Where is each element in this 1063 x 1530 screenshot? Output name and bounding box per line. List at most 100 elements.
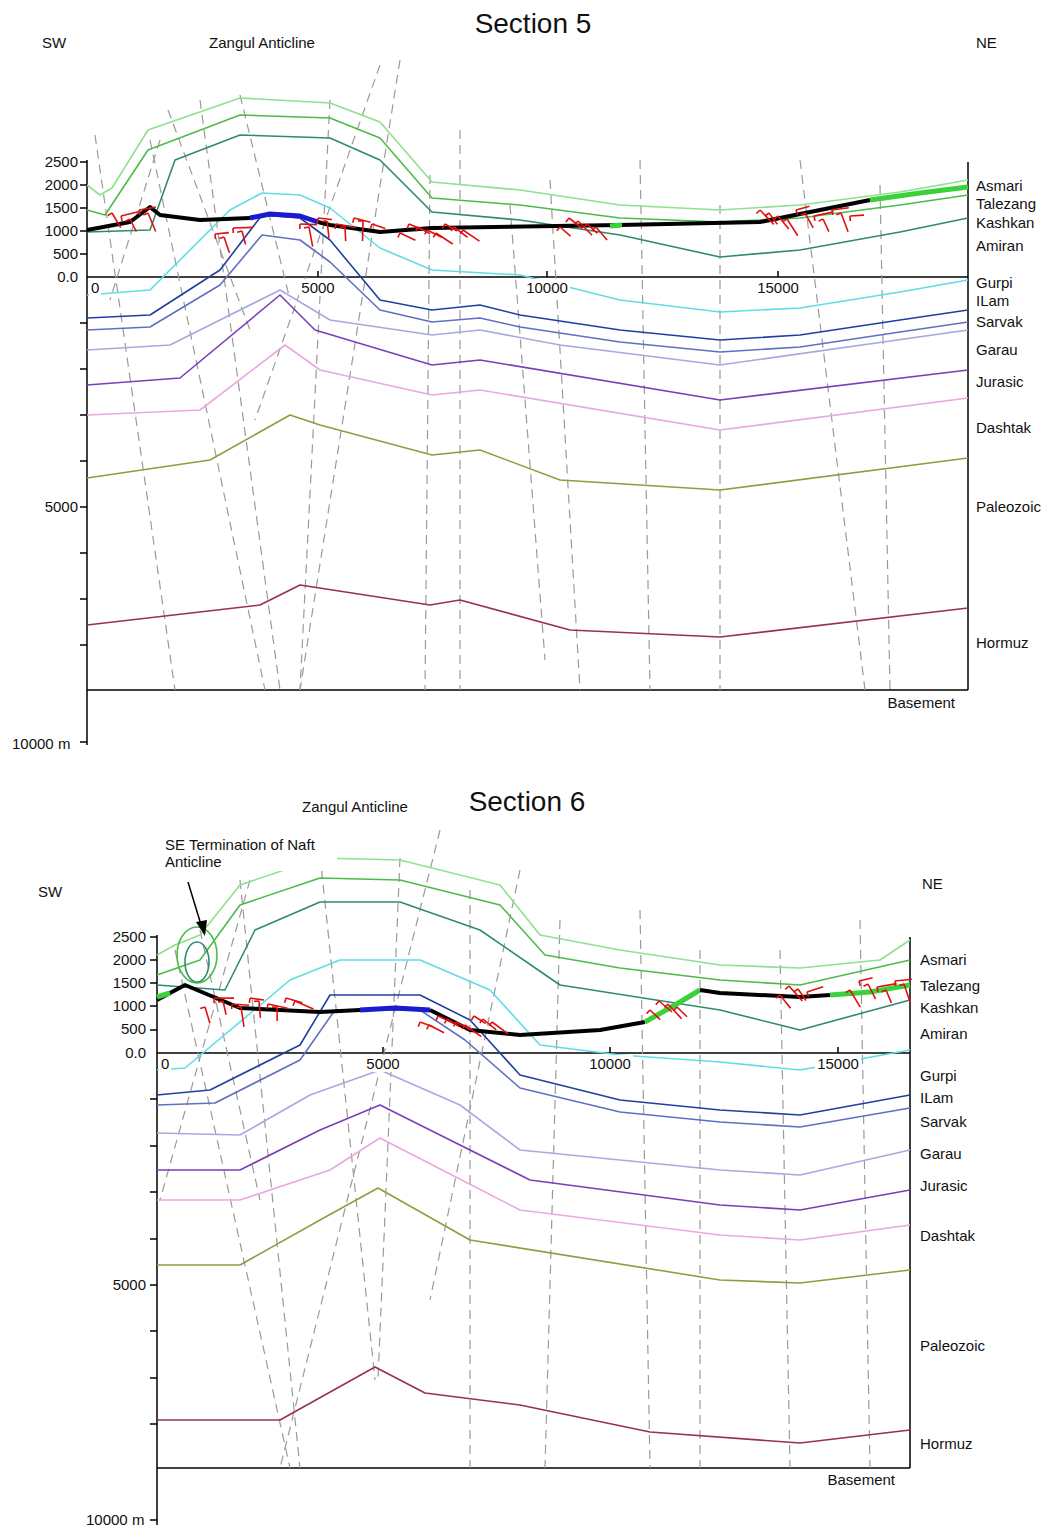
elevation-tick: 1500 — [111, 974, 148, 991]
dip-tick — [462, 1025, 465, 1029]
dip-tick — [322, 220, 327, 222]
formation-name: Garau — [918, 1145, 964, 1162]
dip-tick — [425, 230, 427, 235]
dip-marker — [778, 216, 789, 229]
dip-tick — [819, 219, 824, 221]
dip-tick — [674, 1007, 678, 1011]
distance-tick: 10000 — [587, 1055, 633, 1072]
dip-marker — [587, 224, 597, 233]
dip-tick — [299, 224, 301, 229]
elevation-tick: 2500 — [43, 153, 80, 170]
formation-name: Basement — [825, 1471, 897, 1488]
formation-name: Kashkan — [974, 214, 1036, 231]
dip-tick — [454, 1022, 456, 1026]
dip-marker — [250, 998, 264, 1000]
elevation-tick: 0.0 — [123, 1044, 148, 1061]
distance-tick: 0 — [159, 1055, 171, 1072]
dip-marker — [796, 206, 810, 210]
dip-tick — [340, 226, 345, 228]
dip-tick — [647, 1010, 650, 1014]
formation-name: Dashtak — [974, 419, 1033, 436]
dip-tick — [285, 998, 286, 1003]
elevation-tick: 0.0 — [55, 268, 80, 285]
dip-tick — [814, 216, 815, 221]
dip-tick — [267, 1004, 268, 1009]
formation-name: Jurasic — [974, 373, 1026, 390]
dip-marker — [112, 213, 121, 228]
dip-tick — [864, 984, 869, 986]
dip-marker — [769, 213, 777, 224]
structure-label: Zangul Anticline — [300, 798, 410, 815]
dip-marker — [465, 1025, 481, 1037]
dip-tick — [794, 989, 798, 992]
distance-tick: 5000 — [364, 1055, 401, 1072]
dip-tick — [143, 213, 148, 215]
distance-tick: 0 — [89, 279, 101, 296]
formation-name: Amiran — [918, 1025, 970, 1042]
formation-name: Asmari — [918, 951, 969, 968]
dip-marker — [798, 989, 806, 1001]
dip-marker — [344, 227, 346, 241]
dip-tick — [592, 227, 596, 230]
dip-tick — [557, 227, 560, 231]
structure-label: Zangul Anticline — [207, 34, 317, 51]
dip-tick — [566, 218, 569, 222]
dip-tick — [471, 1016, 474, 1020]
dip-marker — [832, 208, 849, 210]
formation-name: Kashkan — [918, 999, 980, 1016]
dip-tick — [249, 998, 251, 1003]
distance-tick: 10000 — [524, 279, 570, 296]
formation-name: Amiran — [974, 237, 1026, 254]
dip-marker — [895, 979, 912, 981]
dip-marker — [596, 227, 607, 240]
dip-marker — [650, 1010, 660, 1020]
formation-name: Talezang — [918, 977, 982, 994]
formation-name: Sarvak — [974, 313, 1025, 330]
dip-tick — [785, 986, 789, 989]
dip-marker — [400, 233, 415, 240]
dip-tick — [756, 210, 760, 214]
formation-name: Jurasic — [918, 1177, 970, 1194]
dip-tick — [656, 1001, 659, 1005]
dip-marker — [578, 221, 592, 235]
dip-marker — [429, 1025, 444, 1033]
dip-marker — [850, 214, 864, 216]
direction-label: NE — [974, 34, 999, 51]
dip-tick — [200, 1007, 205, 1008]
dip-marker — [318, 218, 332, 220]
formation-name: Gurpi — [974, 274, 1015, 291]
dip-marker — [309, 227, 313, 247]
dip-marker — [276, 1007, 278, 1021]
dip-tick — [664, 1004, 668, 1007]
dip-marker — [859, 978, 873, 981]
dip-tick — [574, 221, 578, 225]
dip-tick — [807, 992, 809, 997]
dip-tick — [783, 219, 787, 222]
dip-tick — [443, 224, 446, 228]
dip-tick — [801, 213, 805, 215]
dip-tick — [881, 990, 886, 992]
dip-marker — [560, 227, 571, 236]
dip-tick — [370, 224, 372, 229]
formation-name: Garau — [974, 341, 1020, 358]
dip-tick — [232, 228, 234, 233]
dip-marker — [295, 1001, 313, 1009]
depth-tick: 10000 m — [10, 735, 72, 752]
dip-tick — [272, 1006, 277, 1008]
dip-tick — [398, 233, 400, 238]
dip-tick — [480, 1019, 483, 1023]
dip-marker — [241, 1007, 244, 1027]
dip-marker — [232, 1004, 249, 1005]
formation-name: Talezang — [974, 195, 1038, 212]
dip-tick — [796, 210, 797, 215]
dip-marker — [787, 219, 798, 236]
dip-marker — [242, 231, 246, 245]
dip-tick — [433, 233, 436, 237]
dip-tick — [849, 216, 851, 221]
formation-name: Hormuz — [974, 634, 1031, 651]
formation-name: Paleozoic — [918, 1337, 987, 1354]
dip-marker — [205, 1007, 210, 1023]
dip-tick — [774, 216, 778, 219]
